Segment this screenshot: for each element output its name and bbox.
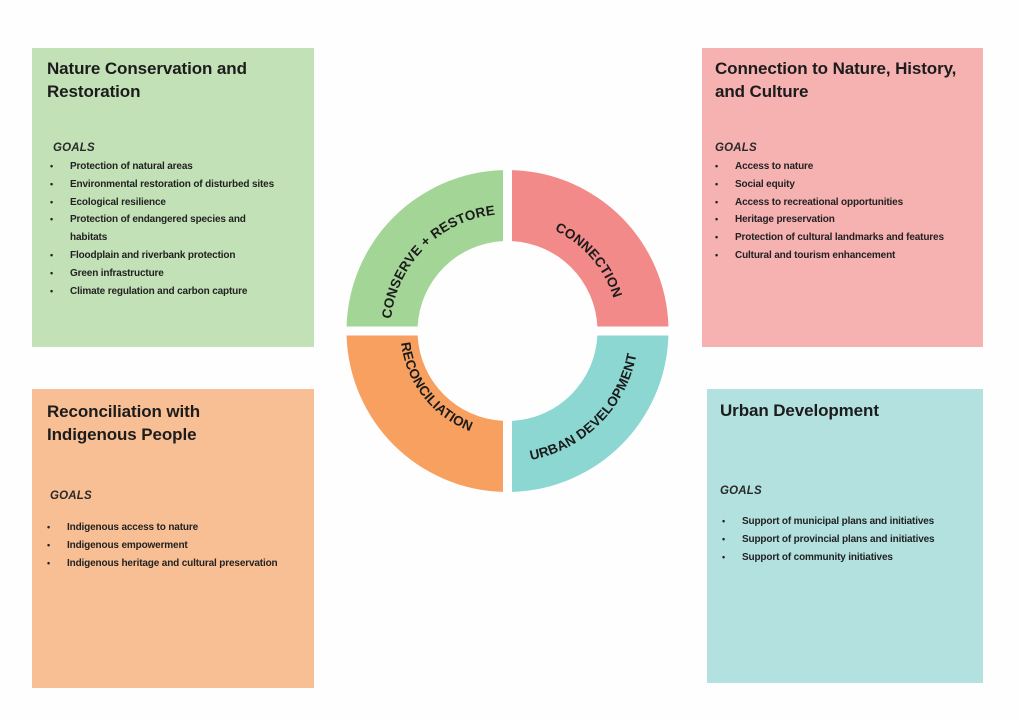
goal-list: •Indigenous access to nature •Indigenous… (47, 519, 278, 572)
bullet-icon: • (722, 551, 726, 562)
goals-label: GOALS (50, 490, 92, 502)
card-nature-conservation: Nature Conservation and Restoration GOAL… (32, 48, 314, 347)
bullet-icon: • (715, 161, 719, 171)
goal-item: •Indigenous empowerment (47, 537, 278, 555)
goals-label: GOALS (715, 142, 757, 154)
card-title-line-2: Indigenous People (47, 425, 197, 444)
bullet-icon: • (50, 214, 54, 225)
goal-item: •Support of provincial plans and initiat… (722, 531, 935, 549)
card-urban-development: Urban Development GOALS •Support of muni… (707, 389, 983, 683)
ring-segment-connection (512, 170, 669, 327)
bullet-icon: • (50, 267, 54, 278)
bullet-icon: • (50, 249, 54, 260)
bullet-icon: • (715, 232, 719, 243)
bullet-icon: • (47, 539, 51, 550)
bullet-icon: • (50, 161, 54, 171)
goal-item: •Protection of natural areas (50, 158, 274, 176)
bullet-icon: • (722, 533, 726, 544)
bullet-icon: • (715, 196, 719, 207)
card-connection: Connection to Nature, History, and Cultu… (702, 48, 983, 347)
goal-item: •Protection of endangered species and (50, 211, 274, 229)
goals-label: GOALS (720, 485, 762, 497)
goal-item: •Indigenous heritage and cultural preser… (47, 555, 278, 573)
bullet-icon: • (47, 557, 51, 568)
card-reconciliation: Reconciliation with Indigenous People GO… (32, 389, 314, 688)
card-title: Reconciliation with Indigenous People (47, 400, 200, 446)
goal-item: •Heritage preservation (715, 211, 944, 229)
bullet-icon: • (50, 285, 54, 296)
goal-item: •Protection of cultural landmarks and fe… (715, 229, 944, 247)
goal-item: •Floodplain and riverbank protection (50, 247, 274, 265)
goal-list: •Access to nature •Social equity •Access… (715, 158, 944, 265)
goal-item: •Access to recreational opportunities (715, 194, 944, 212)
ring-segment-conserve-restore (346, 170, 503, 327)
card-title-line-1: Reconciliation with (47, 402, 201, 421)
card-title: Connection to Nature, History, and Cultu… (715, 57, 956, 103)
bullet-icon: • (722, 516, 726, 526)
card-title-line-2: and Culture (715, 82, 809, 101)
bullet-icon: • (715, 178, 719, 189)
ring-segment-urban-development (512, 335, 669, 492)
card-title-line-1: Nature Conservation and (47, 59, 247, 78)
ring-label-urban-development: URBAN DEVELOPMENT (528, 351, 639, 463)
bullet-icon: • (715, 249, 719, 260)
goal-item: •Support of community initiatives (722, 549, 934, 567)
card-title-line-1: Urban Development (720, 401, 879, 420)
ring-label-conserve-restore: CONSERVE + RESTORE (379, 203, 496, 320)
goal-list: •Support of municipal plans and initiati… (722, 513, 935, 567)
goal-item: •Access to nature (715, 158, 944, 176)
bullet-icon: • (47, 522, 51, 532)
goal-item: •Indigenous access to nature (47, 519, 278, 537)
goal-item: •Support of municipal plans and initiati… (722, 513, 934, 531)
bullet-icon: • (50, 196, 54, 207)
goal-item: •Ecological resilience (50, 194, 274, 212)
goal-item: •Social equity (715, 176, 944, 194)
goal-item: •Climate regulation and carbon capture (50, 283, 274, 301)
card-title-line-1: Connection to Nature, History, (715, 59, 957, 78)
bullet-icon: • (50, 178, 54, 189)
bullet-icon: • (715, 214, 719, 225)
goals-label: GOALS (53, 142, 95, 154)
goal-item: •Cultural and tourism enhancement (715, 247, 944, 265)
ring-segment-reconciliation (346, 335, 503, 492)
goal-list: •Protection of natural areas •Environmen… (50, 158, 274, 300)
card-title: Urban Development (720, 399, 879, 422)
ring-label-reconciliation: RECONCILIATION (398, 341, 475, 434)
card-title: Nature Conservation and Restoration (47, 57, 247, 103)
card-title-line-2: Restoration (47, 82, 141, 101)
goal-item: •Environmental restoration of disturbed … (50, 176, 274, 194)
goal-item: •Green infrastructure (50, 265, 274, 283)
goal-item-continuation: habitats (70, 232, 108, 244)
ring-label-connection: CONNECTION (553, 220, 625, 300)
